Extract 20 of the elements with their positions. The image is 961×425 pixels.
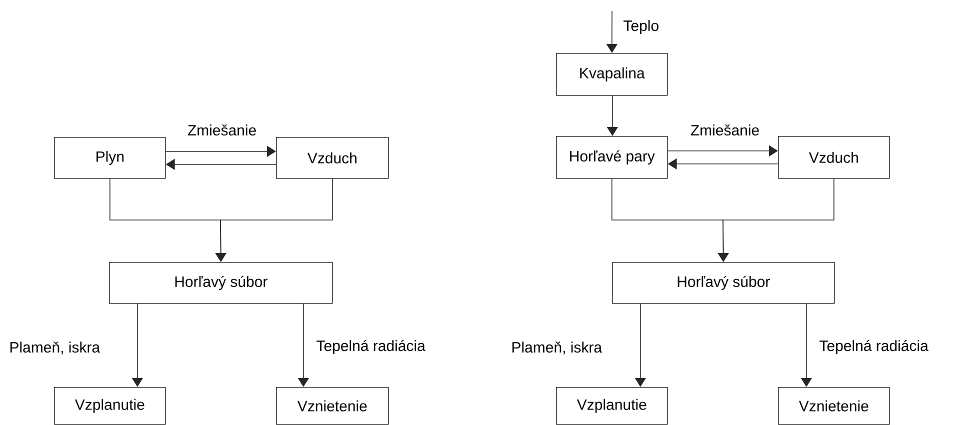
process-box: Vzduch <box>276 137 389 179</box>
process-box: Kvapalina <box>556 53 668 96</box>
arrow <box>667 145 778 156</box>
edge-label: Plameň, iskra <box>8 340 102 356</box>
process-box: Vznietenie <box>778 387 890 425</box>
process-box: Plyn <box>54 137 166 179</box>
arrow <box>165 146 276 157</box>
process-box: Vzduch <box>778 136 890 179</box>
process-box: Horľavý súbor <box>612 262 835 304</box>
process-box: Horľavý súbor <box>109 262 333 304</box>
edge-label: Teplo <box>622 19 660 35</box>
process-box: Vzplanutie <box>54 387 166 425</box>
process-box: Vznietenie <box>276 387 389 425</box>
process-box: Horľavé pary <box>556 136 668 179</box>
edge-label: Zmiešanie <box>186 123 258 137</box>
edge-label: Tepelná radiácia <box>315 338 426 356</box>
process-box: Vzplanutie <box>556 387 668 425</box>
edge-label: Tepelná radiácia <box>818 338 930 356</box>
edge-label: Plameň, iskra <box>510 340 604 356</box>
edge-label: Zmiešanie <box>689 123 761 137</box>
